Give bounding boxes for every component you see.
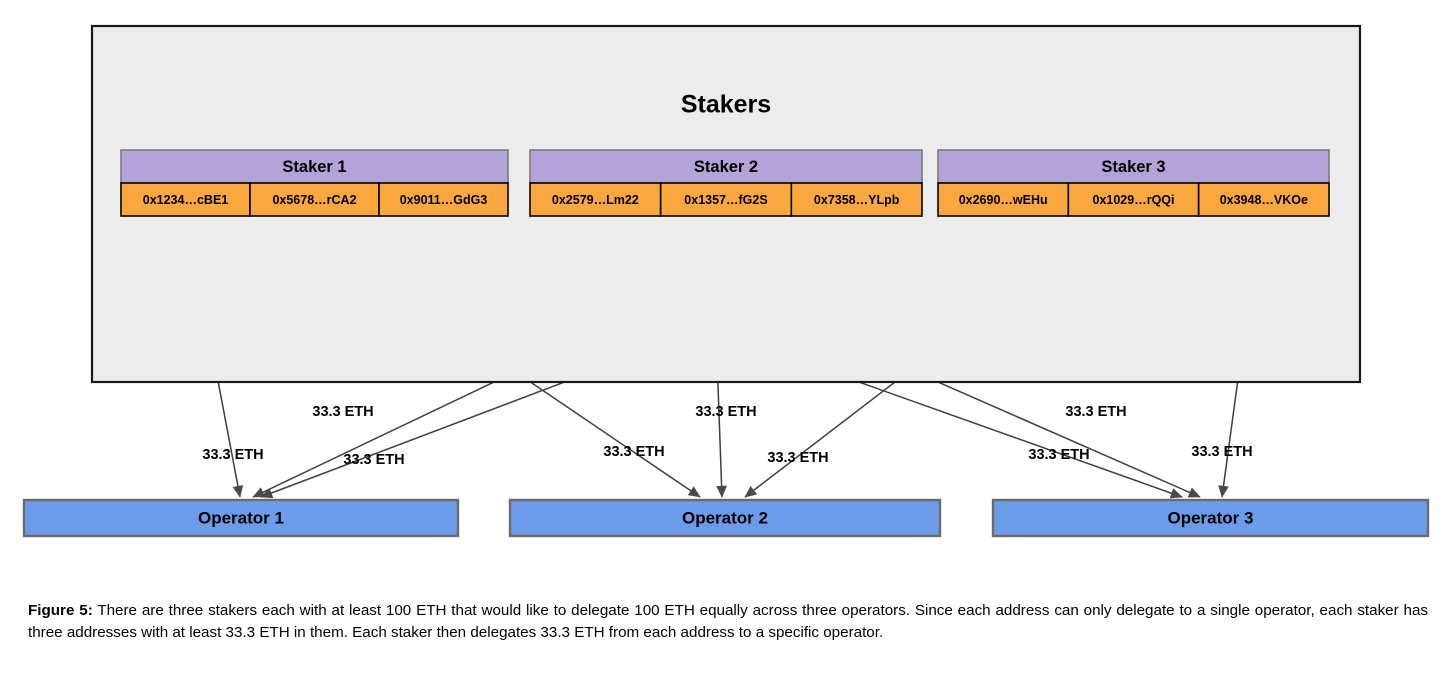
address-box-addr-2-3[interactable]: [790, 182, 923, 217]
figure-caption-label: Figure 5:: [28, 602, 93, 619]
address-label-addr-2-2: 0x1357…fG2S: [684, 193, 767, 207]
address-label-addr-3-3: 0x3948…VKOe: [1220, 193, 1308, 207]
address-label-addr-1-1: 0x1234…cBE1: [143, 193, 229, 207]
address-label-addr-1-3: 0x9011…GdG3: [400, 193, 488, 207]
address-box-addr-1-3[interactable]: [378, 182, 509, 217]
staker-title-1: Staker 1: [282, 158, 346, 176]
staker-title-2: Staker 2: [694, 158, 758, 176]
operator-box-3[interactable]: [991, 498, 1430, 538]
edge-amount-edge-label-5: 33.3 ETH: [695, 404, 756, 420]
stakers-panel-title: Stakers: [681, 91, 771, 119]
address-label-addr-3-1: 0x2690…wEHu: [959, 193, 1048, 207]
operator-boxes-layer: Operator 1 Operator 2 Operator 3: [22, 498, 1430, 538]
operator-title-1: Operator 1: [198, 508, 284, 527]
edge-amount-edge-label-9: 33.3 ETH: [1191, 444, 1252, 460]
edge-amount-edge-label-8: 33.3 ETH: [1065, 404, 1126, 420]
staker-title-3: Staker 3: [1101, 158, 1165, 176]
address-box-addr-3-3[interactable]: [1197, 182, 1330, 217]
address-box-addr-1-2[interactable]: [249, 182, 380, 217]
edge-amount-edge-label-6: 33.3 ETH: [767, 450, 828, 466]
address-box-addr-2-1[interactable]: [529, 182, 662, 217]
operator-box-2[interactable]: [508, 498, 942, 538]
edge-amount-edge-label-7: 33.3 ETH: [1028, 447, 1089, 463]
edge-amount-edge-label-2: 33.3 ETH: [312, 404, 373, 420]
address-label-addr-2-1: 0x2579…Lm22: [552, 193, 639, 207]
edge-labels-layer: 33.3 ETH 33.3 ETH 33.3 ETH 33.3 ETH 33.3 ETH…: [202, 404, 1252, 468]
operator-title-3: Operator 3: [1168, 508, 1254, 527]
address-label-addr-2-3: 0x7358…YLpb: [814, 193, 900, 207]
operator-title-2: Operator 2: [682, 508, 768, 527]
figure-caption-text: There are three stakers each with at lea…: [28, 602, 1429, 641]
delegation-diagram: Stakers Staker 1 0x1234…cBE1 0x5678…rCA2 0x…: [22, 24, 1430, 538]
operator-box-1[interactable]: [22, 498, 460, 538]
edge-amount-edge-label-3: 33.3 ETH: [343, 452, 404, 468]
address-label-addr-1-2: 0x5678…rCA2: [272, 193, 356, 207]
address-box-addr-3-1[interactable]: [937, 182, 1070, 217]
address-box-addr-1-1[interactable]: [120, 182, 251, 217]
staker-header-1[interactable]: [120, 149, 509, 184]
staker-blocks-layer: Staker 1 0x1234…cBE1 0x5678…rCA2 0x9011…GdG…: [120, 149, 1330, 217]
edge-amount-edge-label-4: 33.3 ETH: [603, 444, 664, 460]
staker-header-3[interactable]: [937, 149, 1330, 184]
figure-caption: Figure 5: There are three stakers each w…: [28, 600, 1428, 643]
address-label-addr-3-2: 0x1029…rQQi: [1093, 193, 1175, 207]
edge-amount-edge-label-1: 33.3 ETH: [202, 447, 263, 463]
